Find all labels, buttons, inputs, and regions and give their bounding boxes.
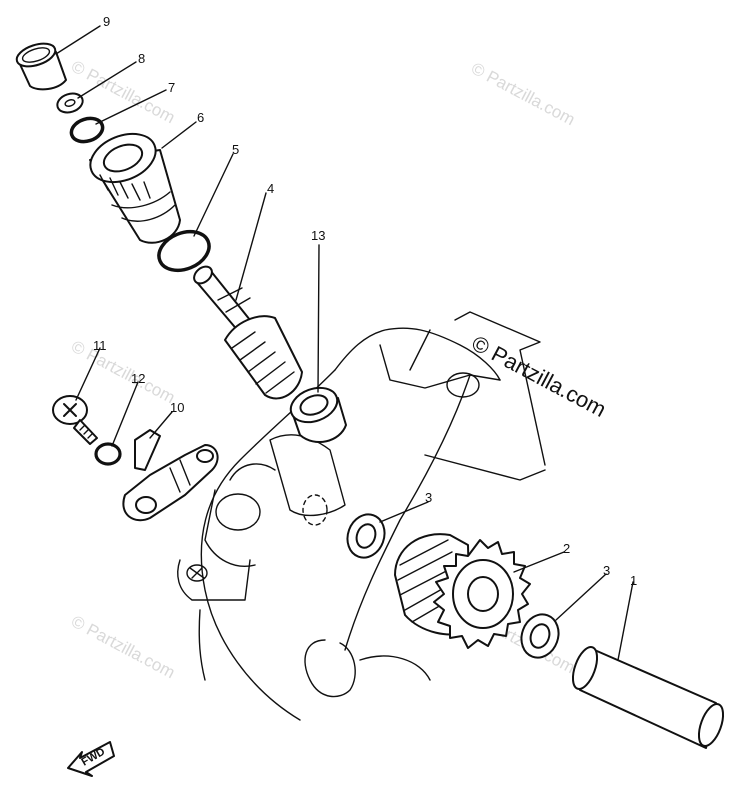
callout-12: 12	[131, 371, 145, 386]
part-6-sleeve	[89, 132, 181, 244]
callout-13: 13	[311, 228, 325, 243]
part-3-washer-upper	[346, 513, 386, 559]
part-10-plate	[122, 429, 219, 522]
callout-8: 8	[138, 51, 145, 66]
callout-3-lower: 3	[603, 563, 610, 578]
watermark-faint: © Partzilla.com	[68, 337, 178, 408]
callout-10: 10	[170, 400, 184, 415]
part-5-o-ring	[157, 229, 211, 273]
watermark-main: © Partzilla.com	[468, 330, 611, 422]
part-3-washer-lower	[520, 613, 560, 659]
part-12-lock-washer	[94, 442, 122, 466]
callout-5: 5	[232, 142, 239, 157]
part-13-bushing	[289, 386, 347, 444]
callout-labels: 9 8 7 6 5 4 13 11 12 10 3 2 3 1	[93, 14, 637, 588]
callout-6: 6	[197, 110, 204, 125]
housing-outline	[177, 311, 546, 721]
callout-9: 9	[103, 14, 110, 29]
part-8-washer	[56, 92, 84, 114]
part-9-cap	[15, 42, 67, 91]
part-7-o-ring	[69, 116, 105, 144]
callout-1: 1	[630, 573, 637, 588]
callout-4: 4	[267, 181, 274, 196]
watermark-faint: © Partzilla.com	[468, 59, 578, 130]
part-1-shaft	[571, 646, 725, 749]
part-2-driven-gear	[394, 533, 531, 649]
callout-3-upper: 3	[425, 490, 432, 505]
callout-7: 7	[168, 80, 175, 95]
callout-11: 11	[93, 338, 107, 353]
part-11-screw	[52, 395, 98, 445]
watermark-faint: © Partzilla.com	[68, 612, 178, 683]
leader-lines	[55, 25, 634, 661]
fwd-arrow: FWD	[67, 741, 115, 777]
part-4-drive-gear	[193, 265, 303, 400]
callout-2: 2	[563, 541, 570, 556]
